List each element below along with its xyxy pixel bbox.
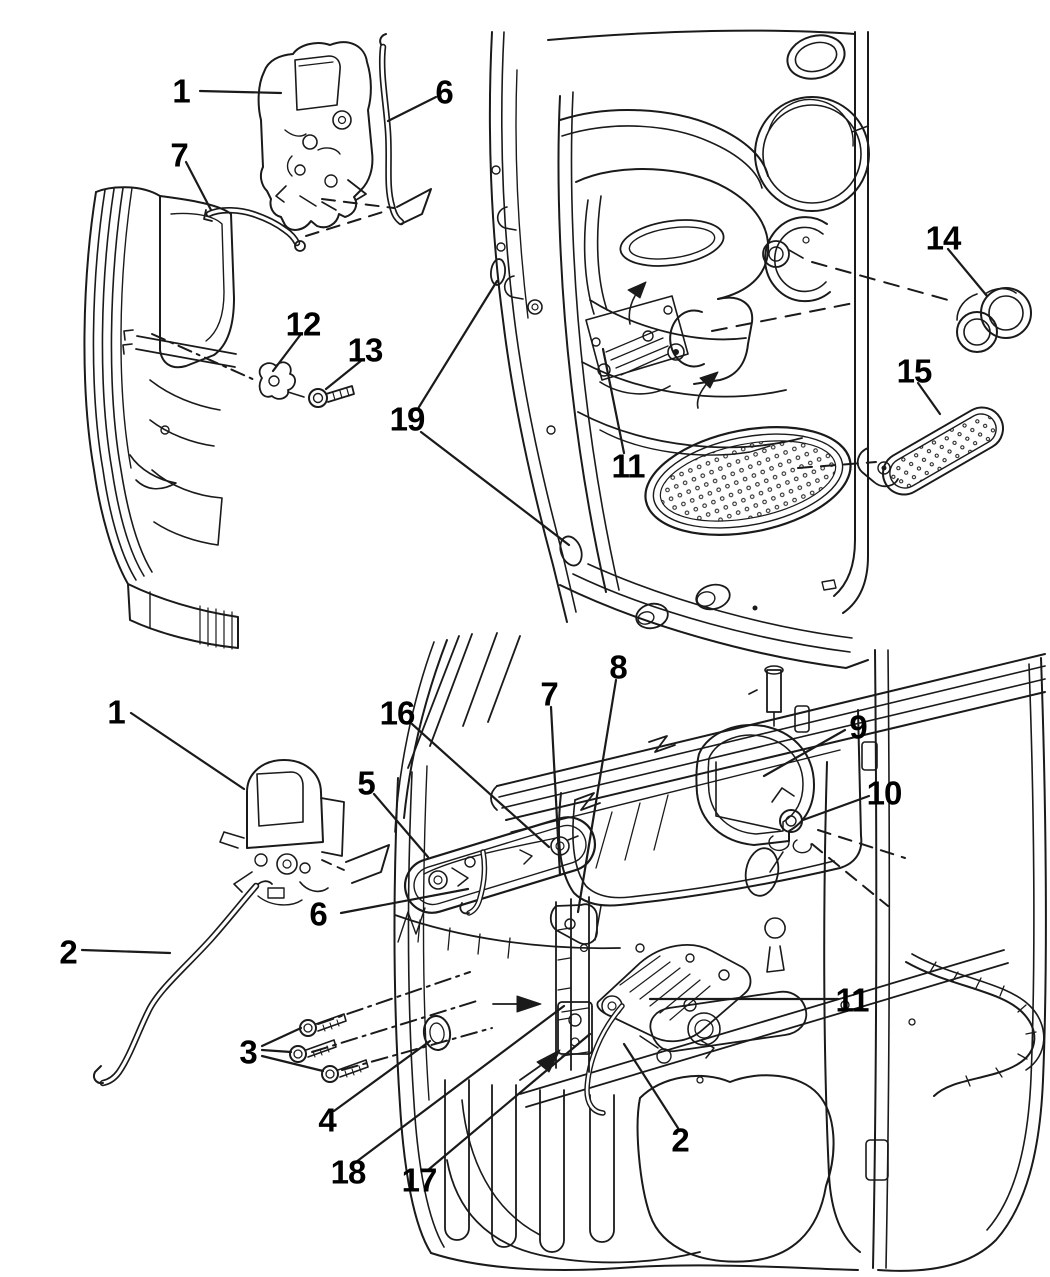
callout-2-rear-door: 2 [671, 1121, 689, 1159]
callout-5-rear-door: 5 [357, 764, 375, 802]
front-door-trim-details [557, 91, 803, 593]
rear-speaker-opening-9 [695, 665, 815, 846]
latch-rod-2-rear [93, 880, 273, 1087]
wiring-harness [905, 953, 1045, 1097]
lock-knob-grommet-ring [762, 216, 831, 303]
rear-door-latch-assembly [219, 759, 390, 906]
callout-17-rear-door: 17 [401, 1161, 438, 1199]
callout-3-rear-door: 3 [239, 1033, 257, 1071]
outside-handle-5-16 [404, 816, 596, 914]
callout-10-rear-door: 10 [866, 774, 903, 812]
callout-13-front-door: 13 [347, 331, 384, 369]
screw-13 [308, 385, 355, 408]
lock-knob-14 [956, 287, 1032, 353]
callout-9-rear-door: 9 [849, 708, 867, 746]
dashed-link-handle-to-edge [711, 302, 855, 332]
lock-rod-6-front [378, 33, 432, 226]
rear-door-panel [393, 632, 1047, 1272]
callout-6-rear-door: 6 [309, 895, 327, 933]
front-speaker-grille [644, 426, 852, 536]
latch-rod-7-front [203, 207, 306, 252]
callout-8-rear-door: 8 [609, 648, 627, 686]
rod-clip-12 [258, 361, 305, 400]
outside-handle-15 [856, 406, 1004, 496]
callout-11-rear-door: 11 [835, 981, 870, 1019]
callout-1-rear-door: 1 [107, 693, 125, 731]
inside-handle-mechanism-front [585, 281, 719, 409]
dash-dot-pillar-to-clip [151, 333, 258, 382]
dash-dot-screw-paths [311, 971, 493, 1071]
callout-11-front-door: 11 [611, 447, 646, 485]
callout-4-rear-door: 4 [318, 1101, 336, 1139]
front-speaker-opening [754, 96, 870, 212]
callout-2-rear-door: 2 [59, 933, 77, 971]
callout-1-front-door: 1 [172, 72, 190, 110]
callout-7-front-door: 7 [170, 136, 188, 174]
grommet-plug-4-inner [429, 1022, 445, 1044]
dashed-link-grommet-to-knob [811, 261, 949, 301]
grommet-plug-4 [422, 1015, 452, 1051]
dashed-link-latch-to-rod6 [321, 198, 395, 209]
lock-rod-6-rear [459, 849, 488, 916]
door-lock-10 [768, 787, 906, 907]
front-door-panel [488, 29, 869, 669]
front-door-latch-assembly [257, 41, 374, 231]
dashed-link-grille-to-handle15 [797, 461, 877, 469]
tweeter-speaker-opening [786, 34, 846, 80]
mounting-screws-3 [289, 1013, 369, 1083]
callout-12-front-door: 12 [285, 305, 322, 343]
shut-face-latch-area [492, 896, 602, 1081]
callout-15-front-door: 15 [896, 352, 933, 390]
callout-16-rear-door: 16 [379, 694, 416, 732]
leader-lines [80, 89, 989, 1172]
callout-6-front-door: 6 [435, 73, 453, 111]
callout-19-front-door: 19 [389, 400, 426, 438]
callout-7-rear-door: 7 [540, 675, 558, 713]
regulator-handle-mechanism-11-rear [584, 944, 808, 1116]
callout-18-rear-door: 18 [330, 1153, 367, 1191]
callout-14-front-door: 14 [925, 219, 962, 257]
dashed-link-rod7-to-latch [305, 210, 387, 237]
door-pillar-panel [83, 186, 239, 650]
